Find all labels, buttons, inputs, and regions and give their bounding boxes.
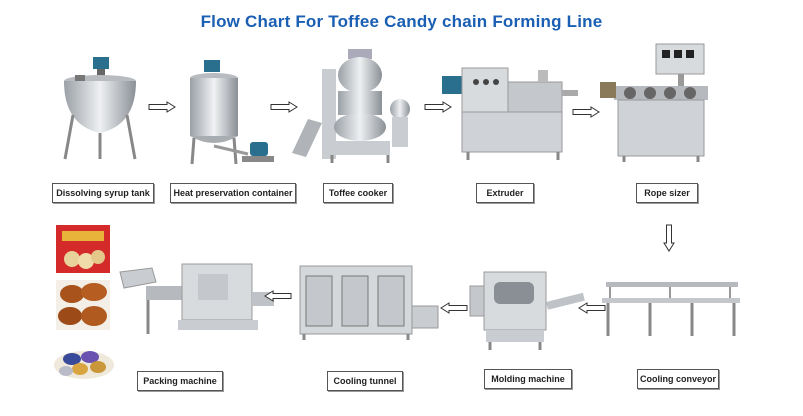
- down-arrow-icon: [663, 224, 675, 252]
- step-label-heat-preservation-container: Heat preservation container: [170, 183, 296, 203]
- step-label-molding-machine: Molding machine: [484, 369, 572, 389]
- right-arrow-icon: [572, 106, 600, 118]
- right-arrow-icon: [270, 101, 298, 113]
- step-label-cooling-tunnel: Cooling tunnel: [327, 371, 403, 391]
- right-arrow-icon: [148, 101, 176, 113]
- toffee-cooker-image: [292, 49, 410, 163]
- cooling-tunnel-image: [299, 265, 439, 340]
- dissolving-syrup-tank-image: [63, 57, 137, 160]
- step-label-cooling-conveyor: Cooling conveyor: [637, 369, 719, 389]
- step-label-extruder: Extruder: [476, 183, 534, 203]
- step-label-packing-machine: Packing machine: [137, 371, 223, 391]
- boxed-candy-product-image: [56, 225, 110, 273]
- left-arrow-icon: [578, 302, 606, 314]
- molding-machine-image: [469, 271, 585, 350]
- step-label-dissolving-syrup-tank: Dissolving syrup tank: [52, 183, 154, 203]
- caramel-toffee-product-image: [56, 280, 110, 330]
- extruder-image: [442, 67, 578, 160]
- diagram-title: Flow Chart For Toffee Candy chain Formin…: [200, 12, 603, 31]
- step-label-rope-sizer: Rope sizer: [636, 183, 698, 203]
- right-arrow-icon: [424, 101, 452, 113]
- packing-machine-image: [119, 263, 274, 334]
- left-arrow-icon: [440, 302, 468, 314]
- step-label-toffee-cooker: Toffee cooker: [323, 183, 393, 203]
- heat-preservation-container-image: [190, 60, 274, 165]
- left-arrow-icon: [264, 290, 292, 302]
- wrapped-candy-product-image: [54, 351, 114, 379]
- rope-sizer-image: [600, 43, 708, 162]
- cooling-conveyor-image: [602, 282, 740, 336]
